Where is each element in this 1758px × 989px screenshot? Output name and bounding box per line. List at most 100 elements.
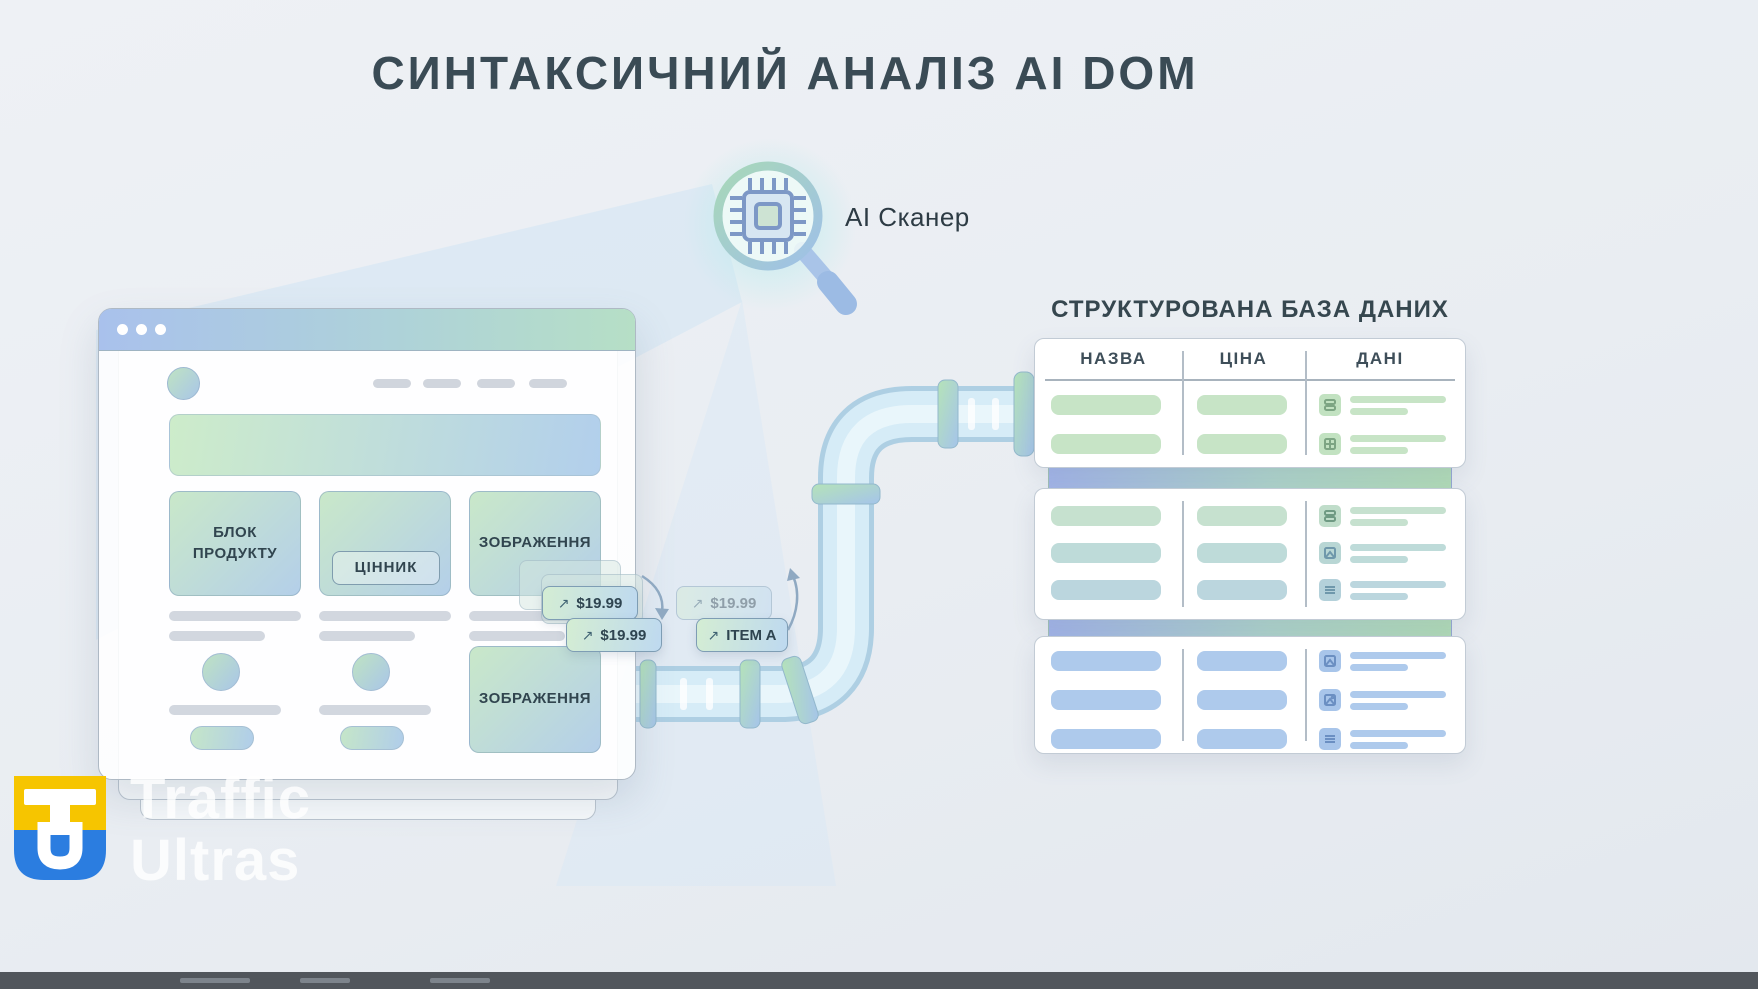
bottom-strip: [0, 972, 1758, 989]
cell-placeholder: [1051, 395, 1161, 415]
column-divider: [1305, 649, 1307, 741]
price-tag-label: ЦІННИК: [354, 558, 418, 576]
column-divider: [1182, 649, 1184, 741]
avatar-placeholder: [202, 653, 240, 691]
window-dot: [117, 324, 128, 335]
product-block-card: БЛОК ПРОДУКТУ: [169, 491, 301, 596]
avatar-placeholder: [167, 367, 200, 400]
text-placeholder: [319, 705, 431, 715]
column-divider: [1305, 351, 1307, 455]
column-divider: [1305, 501, 1307, 607]
cell-placeholder: [1197, 651, 1287, 671]
cell-placeholder: [1197, 580, 1287, 600]
window-dot: [136, 324, 147, 335]
database-icon: [1319, 505, 1341, 527]
product-block-label: БЛОК ПРОДУКТУ: [192, 524, 278, 562]
db-table-top: НАЗВА ЦІНА ДАНІ: [1034, 338, 1466, 468]
extracted-price-tag-ghost: ↗ $19.99: [676, 586, 772, 620]
table-row: [1035, 390, 1465, 420]
nav-placeholder: [423, 379, 461, 388]
window-dot: [155, 324, 166, 335]
image-block-card-bottom: ЗОБРАЖЕННЯ: [469, 646, 601, 753]
cell-placeholder: [1197, 543, 1287, 563]
bottom-strip-mark: [430, 978, 490, 983]
watermark-line2: Ultras: [130, 828, 301, 893]
text-placeholder: [469, 611, 601, 621]
button-placeholder: [340, 726, 404, 750]
text-placeholder: [169, 631, 265, 641]
price-tag-chip: ЦІННИК: [332, 551, 440, 585]
watermark-text: Traffic Ultras: [130, 768, 311, 892]
list-icon: [1319, 579, 1341, 601]
table-header: НАЗВА ЦІНА ДАНІ: [1045, 339, 1455, 381]
cell-placeholder: [1197, 434, 1287, 454]
text-placeholder: [319, 611, 451, 621]
extracted-price-tag: ↗ $19.99: [566, 618, 662, 652]
extract-arrow-icon: ↗: [691, 594, 704, 611]
hero-banner-placeholder: [169, 414, 601, 476]
text-placeholder: [169, 705, 281, 715]
scanner-label: AI Сканер: [845, 202, 970, 232]
column-divider: [1182, 501, 1184, 607]
page-title: СИНТАКСИЧНИЙ АНАЛІЗ AI DOM: [371, 47, 1199, 99]
avatar-placeholder: [352, 653, 390, 691]
price-value: $19.99: [576, 594, 623, 612]
table-row: [1035, 429, 1465, 459]
chip-icon: [730, 178, 806, 254]
table-icon: [1319, 433, 1341, 455]
image-block-label: ЗОБРАЖЕННЯ: [478, 690, 592, 708]
database-icon: [1319, 394, 1341, 416]
browser-titlebar: [99, 309, 635, 351]
cell-placeholder: [1197, 506, 1287, 526]
price-value: $19.99: [710, 594, 757, 612]
column-header-name: НАЗВА: [1080, 349, 1147, 368]
db-table-middle: [1034, 488, 1466, 620]
cell-placeholder: [1051, 729, 1161, 749]
cell-placeholder: [1051, 434, 1161, 454]
cell-placeholder: [1197, 690, 1287, 710]
cell-placeholder: [1197, 729, 1287, 749]
cell-placeholder: [1051, 651, 1161, 671]
text-placeholder: [319, 631, 415, 641]
text-placeholder: [169, 611, 301, 621]
table-row: [1035, 724, 1465, 754]
cell-placeholder: [1051, 580, 1161, 600]
extracted-item-tag: ↗ ITEM A: [696, 618, 788, 652]
watermark-line1: Traffic: [130, 766, 312, 831]
table-row: [1035, 685, 1465, 715]
extract-arrow-icon: ↗: [581, 626, 594, 643]
bottom-strip-mark: [180, 978, 250, 983]
bottom-strip-mark: [300, 978, 350, 983]
column-header-data: ДАНІ: [1356, 349, 1404, 368]
extract-arrow-icon: ↗: [557, 594, 570, 611]
table-row: [1035, 575, 1465, 605]
image-icon: [1319, 542, 1341, 564]
image-icon: [1319, 689, 1341, 711]
column-header-price: ЦІНА: [1219, 349, 1268, 368]
item-value: ITEM A: [726, 626, 777, 644]
traffic-ultras-logo-icon: [14, 776, 106, 880]
list-icon: [1319, 728, 1341, 750]
nav-placeholder: [477, 379, 515, 388]
chip-magnifier-icon: [713, 161, 857, 315]
cell-placeholder: [1197, 395, 1287, 415]
database-title: СТРУКТУРОВАНА БАЗА ДАНИХ: [1051, 296, 1449, 323]
image-block-label: ЗОБРАЖЕННЯ: [478, 534, 592, 552]
cell-placeholder: [1051, 543, 1161, 563]
table-row: [1035, 646, 1465, 676]
price-card: ЦІННИК: [319, 491, 451, 596]
column-divider: [1182, 351, 1184, 455]
image-icon: [1319, 650, 1341, 672]
db-table-bottom: [1034, 636, 1466, 754]
table-row: [1035, 538, 1465, 568]
table-row: [1035, 501, 1465, 531]
extract-arrow-icon: ↗: [707, 626, 720, 643]
text-placeholder: [469, 631, 565, 641]
nav-placeholder: [529, 379, 567, 388]
nav-placeholder: [373, 379, 411, 388]
browser-window: БЛОК ПРОДУКТУ ЦІННИК ЗОБРАЖЕННЯ ЗОБРАЖЕН…: [98, 308, 636, 780]
cell-placeholder: [1051, 690, 1161, 710]
